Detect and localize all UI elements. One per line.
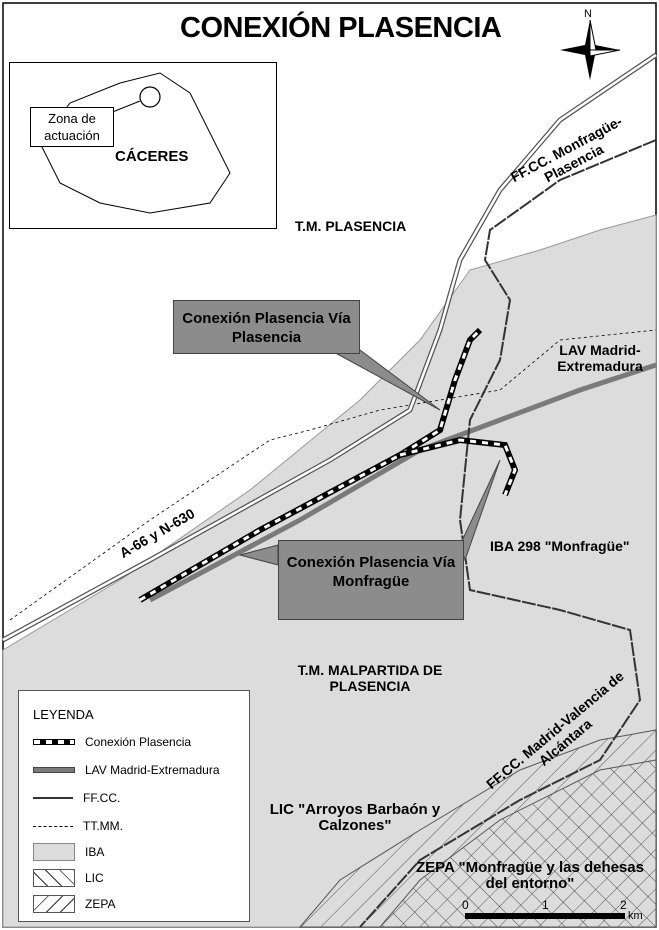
- legend-item-zepa: ZEPA: [33, 895, 115, 913]
- zone-circle: [139, 86, 161, 108]
- legend-label: LIC: [85, 871, 104, 885]
- legend-swatch: [33, 739, 75, 745]
- callout-via-plasencia: Conexión Plasencia Vía Plasencia: [173, 300, 360, 354]
- north-label: N: [584, 8, 592, 20]
- legend-label: TT.MM.: [83, 819, 123, 833]
- legend-label: ZEPA: [85, 897, 116, 911]
- legend-swatch: [33, 825, 73, 827]
- legend-swatch: [33, 895, 75, 913]
- label-iba: IBA 298 "Monfragüe": [490, 538, 630, 554]
- map-title: CONEXIÓN PLASENCIA: [180, 12, 502, 44]
- scale-unit: km: [628, 910, 643, 922]
- scale-tick-0: 0: [462, 898, 469, 912]
- scale-bar: [465, 913, 625, 919]
- zone-label: Zona de actuación: [30, 107, 114, 147]
- conexion-plasencia-line: [138, 327, 483, 603]
- legend-swatch: [33, 797, 73, 799]
- label-lic: LIC "Arroyos Barbaón y Calzones": [269, 801, 441, 834]
- legend-item-ffcc: FF.CC.: [33, 791, 120, 805]
- a66-road-inner: [2, 53, 657, 642]
- scale-tick-2: 2: [620, 898, 627, 912]
- label-tm-plasencia: T.M. PLASENCIA: [295, 218, 407, 234]
- callout-via-monfrague: Conexión Plasencia Vía Monfragüe: [278, 540, 464, 620]
- location-inset: Zona de actuación CÁCERES: [9, 62, 277, 229]
- legend-item-ttmm: TT.MM.: [33, 819, 123, 833]
- label-zepa: ZEPA "Monfragüe y las dehesas del entorn…: [415, 859, 644, 892]
- label-lav: LAV Madrid-Extremadura: [557, 342, 643, 374]
- legend-label: IBA: [85, 845, 105, 859]
- legend-title: LEYENDA: [33, 707, 94, 722]
- legend-item-iba: IBA: [33, 843, 104, 861]
- north-arrow-icon: [560, 19, 621, 80]
- legend-item-lav: LAV Madrid-Extremadura: [33, 763, 220, 777]
- conexion-monfrague-line-dash: [399, 438, 517, 496]
- zepa-area: [378, 759, 657, 928]
- province-label: CÁCERES: [115, 148, 189, 165]
- legend-swatch: [33, 843, 75, 861]
- legend-swatch: [33, 767, 75, 773]
- legend: LEYENDA Conexión Plasencia LAV Madrid-Ex…: [18, 690, 250, 922]
- legend-label: LAV Madrid-Extremadura: [85, 763, 220, 777]
- scale-tick-1: 1: [542, 898, 549, 912]
- legend-swatch: [33, 869, 75, 887]
- lav-line: [148, 362, 657, 603]
- legend-item-lic: LIC: [33, 869, 104, 887]
- label-tm-malpartida: T.M. MALPARTIDA DE PLASENCIA: [297, 662, 443, 694]
- legend-label: FF.CC.: [83, 791, 121, 805]
- legend-item-conexion: Conexión Plasencia: [33, 735, 191, 749]
- legend-label: Conexión Plasencia: [85, 735, 192, 749]
